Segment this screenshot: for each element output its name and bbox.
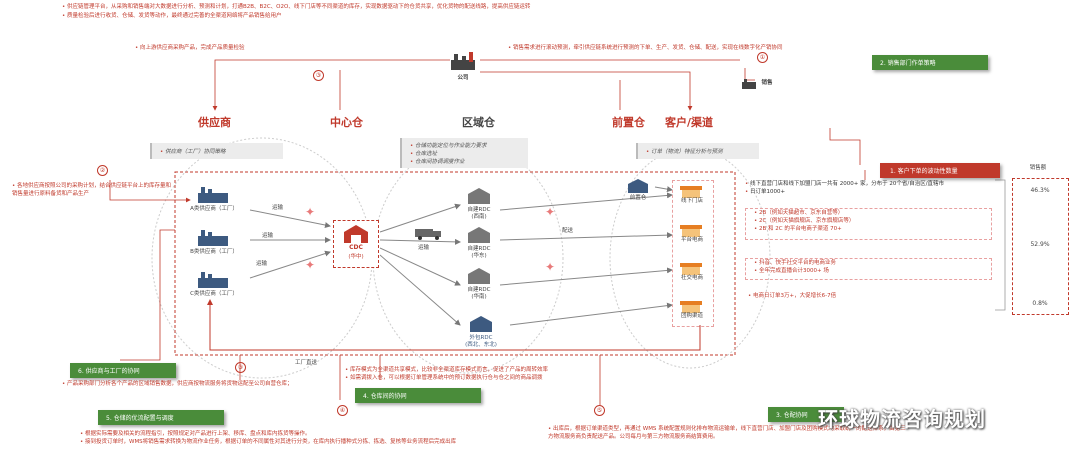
rdc-southwest-name: 自建RDC bbox=[467, 207, 491, 213]
supplier-a-factory-icon bbox=[198, 185, 228, 203]
left-upper-note: 向上游供应商采购产品，完成产品质量检验 bbox=[135, 44, 335, 52]
column-front-warehouse: 前置仓 bbox=[612, 116, 645, 129]
supplier-strategy-box: 供应商（工厂）协同策略 bbox=[150, 143, 283, 159]
channel-column bbox=[672, 180, 714, 327]
regional-strategy-box: 仓储功能定位与作业能力要求 仓库选址 仓库间协调调度作业 bbox=[400, 138, 528, 168]
channel-platform-ecommerce: 平台电商 bbox=[680, 237, 703, 243]
company-icon bbox=[450, 52, 476, 70]
supplier-b-factory-icon bbox=[198, 228, 228, 246]
store-icon bbox=[680, 183, 702, 198]
step-3-marker: ③ bbox=[313, 70, 324, 81]
rdc-south-name: 自建RDC bbox=[467, 287, 491, 293]
customer-strategy-box: 订单（物流）特征分析与预测 bbox=[636, 143, 759, 159]
social-commerce-icon bbox=[680, 260, 702, 275]
supplier-b-label: B类供应商（工厂） bbox=[190, 249, 238, 255]
handshake-icon: ✦ bbox=[305, 205, 316, 219]
sales-label: 销售 bbox=[761, 80, 773, 86]
warehouse-coordination-tag: 4. 仓库间的协同 bbox=[355, 388, 481, 403]
watermark-text: 环球物流咨询规划 bbox=[818, 407, 986, 431]
column-customer-channel: 客户/渠道 bbox=[665, 116, 714, 129]
channel-notes-ecommerce-orders: 电商日订单3万+，大促增长6-7倍 bbox=[748, 292, 988, 300]
procurement-note: 产品采购部门分析各个产品的区域销售数据，供应商按物流服务将货物运配至公司自营仓库… bbox=[62, 380, 302, 388]
supplier-a-label: A类供应商（工厂） bbox=[190, 206, 238, 212]
step-4-marker: ④ bbox=[337, 405, 348, 416]
handshake-icon: ✦ bbox=[305, 258, 316, 272]
rdc-south-region: (华南) bbox=[471, 294, 487, 300]
rdc-southwest-region: (西南) bbox=[471, 214, 487, 220]
company-label: 公司 bbox=[457, 75, 469, 81]
sales-volume-label: 销售额 bbox=[1029, 165, 1047, 171]
supplier-c-label: C类供应商（工厂） bbox=[190, 291, 238, 297]
truck-icon bbox=[415, 225, 443, 240]
channel-notes-offline: 线下直营门店和线下加盟门店一共有 2000+ 家，分布于 20个省/自治区/直辖… bbox=[745, 180, 995, 196]
handshake-icon: ✦ bbox=[545, 260, 556, 274]
cdc-name: CDC bbox=[349, 244, 363, 251]
inbound-scheduling-tag: 5. 仓储的优流配置与调度 bbox=[98, 410, 224, 425]
factory-direct-label: 工厂直送 bbox=[295, 360, 318, 366]
right-upper-note: 销售需求进行滚动预测，牵引供应链系统进行预测的下单、生产、发货、仓储、配送，实现… bbox=[508, 44, 808, 52]
channel-social-ecommerce: 社交电商 bbox=[680, 275, 703, 281]
step-1-marker: ① bbox=[757, 52, 768, 63]
top-note-1: 供应链管理平台，从采购和销售端对大数据进行分析、预测和计划，打通B2B、B2C、… bbox=[62, 3, 702, 11]
column-supplier: 供应商 bbox=[198, 116, 231, 129]
ecommerce-sales-share: 52.9% bbox=[1030, 241, 1050, 248]
sales-order-strategy-tag: 2. 销售部门作单策略 bbox=[872, 55, 988, 70]
transport-label-cdc: 运输 bbox=[418, 245, 430, 251]
transport-label-b: 运输 bbox=[262, 233, 274, 239]
ecommerce-icon bbox=[680, 222, 702, 237]
handshake-icon: ✦ bbox=[545, 205, 556, 219]
rdc-east-region: (华东) bbox=[471, 253, 487, 259]
rdc-east-icon bbox=[468, 227, 490, 243]
cdc-region: (华中) bbox=[348, 254, 364, 260]
group-buying-icon bbox=[680, 298, 702, 313]
network-frame bbox=[174, 171, 736, 356]
channel-notes-platform: 2B（例如天猫超市、京东自营等） 2C（例如天猫旗舰店、京东旗舰店等） 2B 和… bbox=[745, 208, 992, 240]
cdc-warehouse-icon bbox=[344, 225, 368, 243]
warehouse-operation-notes: 根据实际需要及相关的流程指引，按照规定对产品进行上架、移库、盘点和库内拣货等操作… bbox=[80, 430, 530, 446]
group-sales-share: 0.8% bbox=[1032, 300, 1048, 307]
rdc-east-name: 自建RDC bbox=[467, 246, 491, 252]
step-2-marker: ② bbox=[97, 165, 108, 176]
rdc-outsourced-name: 外包RDC bbox=[469, 335, 493, 341]
front-warehouse-label: 前置仓 bbox=[629, 195, 647, 201]
supplier-factory-coordination-tag: 6. 供应商与工厂的协同 bbox=[70, 363, 176, 378]
offline-sales-share: 46.3% bbox=[1030, 187, 1050, 194]
column-center-warehouse: 中心仓 bbox=[330, 116, 363, 129]
rdc-outsourced-region: (西北、东北) bbox=[465, 342, 497, 348]
channel-offline-store: 线下门店 bbox=[680, 198, 703, 204]
channel-group-buying: 团购渠道 bbox=[680, 313, 703, 319]
sales-icon bbox=[742, 74, 756, 89]
outbound-coordination-tag: 3. 仓配协同 bbox=[768, 407, 844, 422]
rdc-outsourced-icon bbox=[470, 316, 492, 332]
transport-label-a: 运输 bbox=[272, 205, 284, 211]
delivery-label: 配送 bbox=[562, 228, 574, 234]
order-volatility-tag: 1. 客户下单的波动性数量 bbox=[880, 163, 1000, 178]
transport-label-c: 运输 bbox=[256, 261, 268, 267]
top-note-2: 质量检验后进行收货、仓储、发货等动作，最终通过完善的全渠道网络将产品销售给用户 bbox=[62, 12, 702, 20]
front-warehouse-icon bbox=[628, 178, 648, 193]
inventory-sharing-notes: 库存模式为全渠道共享模式，比较非全渠道库存模式而言，促进了产品的周转效率 如需调… bbox=[345, 366, 605, 382]
rdc-south-icon bbox=[468, 268, 490, 284]
step-5-marker: ⑤ bbox=[594, 405, 605, 416]
cdc-node: CDC (华中) bbox=[333, 220, 379, 268]
column-regional-warehouse: 区域仓 bbox=[462, 116, 495, 129]
supplier-c-factory-icon bbox=[198, 270, 228, 288]
step-3b-marker: ③ bbox=[235, 362, 246, 373]
sales-share-box bbox=[1012, 178, 1069, 315]
channel-notes-social: 抖音、快手社交平台的电商业务 全年完成直播合计3000+ 场 bbox=[745, 258, 992, 280]
rdc-southwest-icon bbox=[468, 188, 490, 204]
supplier-note: 各地供应商按照公司的采购计划，结合供应链平台上的库存量和销售量进行原料备货和产品… bbox=[12, 182, 172, 198]
outbound-delivery-note: 出库后，根据订单渠道类型，再通过 WMS 系统配置规则化排布物流运输单，线下直营… bbox=[548, 425, 908, 441]
